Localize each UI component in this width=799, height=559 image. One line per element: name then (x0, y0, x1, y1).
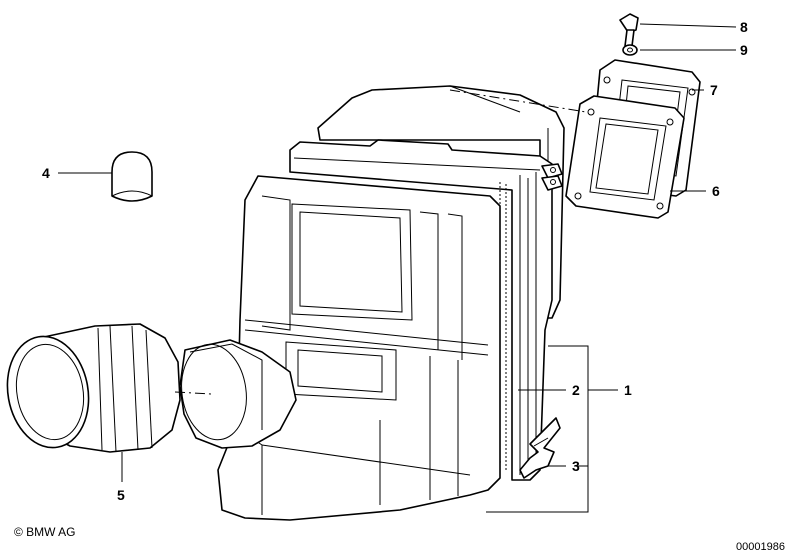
intake-boot (6, 323, 181, 453)
callout-6: 6 (712, 183, 720, 199)
callout-4: 4 (42, 165, 50, 181)
callout-8: 8 (740, 19, 748, 35)
callout-1: 1 (624, 382, 632, 398)
callout-9: 9 (740, 42, 748, 58)
washer-part (622, 44, 638, 56)
bolt-part (619, 13, 639, 47)
copyright-label: © BMW AG (14, 525, 76, 539)
alignment-line-top (449, 89, 587, 113)
callout-2: 2 (572, 382, 580, 398)
clip-part (519, 417, 561, 479)
callout-3: 3 (572, 458, 580, 474)
callout-7: 7 (710, 82, 718, 98)
air-cleaner-housing (179, 175, 501, 521)
cap-part (111, 151, 153, 202)
document-number: 00001986 (736, 541, 785, 553)
gasket-6 (565, 95, 685, 219)
leader-lines (58, 23, 737, 513)
alignment-line-boot (174, 391, 213, 395)
callout-5: 5 (117, 487, 125, 503)
